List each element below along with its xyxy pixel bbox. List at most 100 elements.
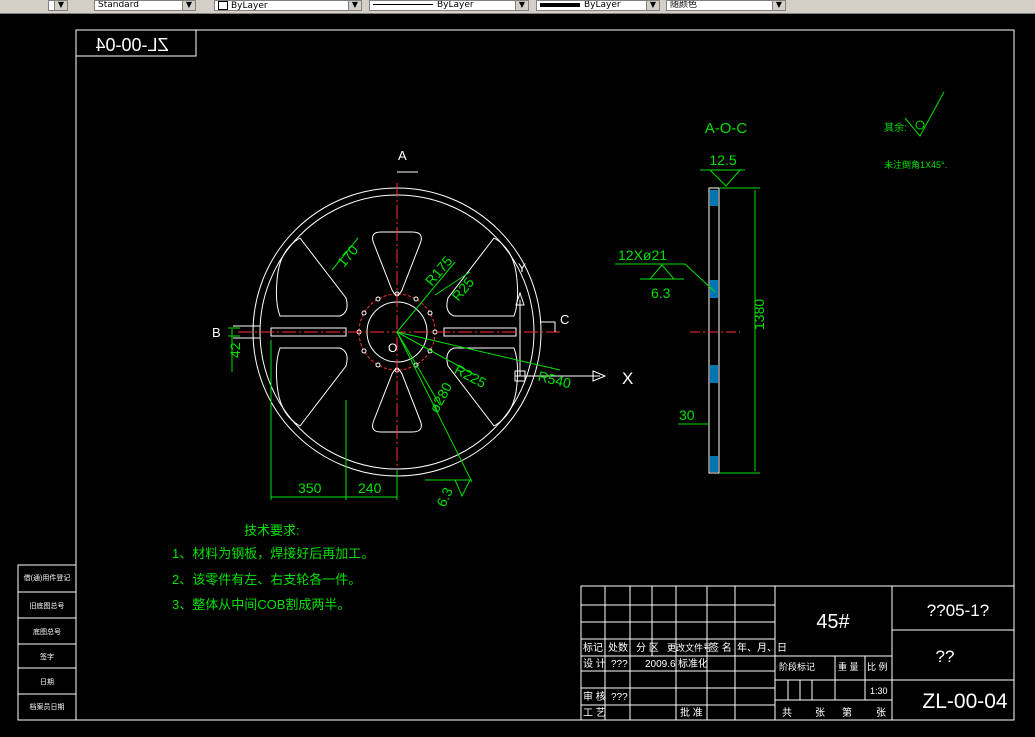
wheel-dimension-lines [228,237,561,500]
dim-phi280: ø280 [426,379,455,415]
cutout-lower-right [446,347,519,427]
axis-y-label: Y [518,261,526,275]
linetype-value: ByLayer [437,0,474,10]
left-table-cell-3: 底图总号 [33,627,61,636]
roughness-symbol-icon [904,91,945,137]
section-roughness-63: 6.3 [651,285,671,301]
tb-gong: 共 [782,707,792,719]
label-c: C [560,312,569,327]
toolbar-combo-left[interactable]: ▼ [48,0,68,11]
roughness-circle-icon [915,120,925,130]
plotstyle-value: 随颜色 [670,0,698,10]
dim-r175: R175 [422,253,456,289]
left-table-cell-5: 日期 [40,678,54,686]
cutout-upper-right [446,237,519,317]
tech-line-2: 2、该零件有左、右支轮各一件。 [172,572,361,587]
left-register-table [17,564,77,721]
tb-fenqu: 分 区 [636,642,659,654]
left-table-cell-4: 签字 [40,652,54,661]
tb-genggai: 更改文件号 [667,642,712,653]
left-table-cell-6: 档案员日期 [30,702,65,711]
section-thickness: 30 [679,407,695,423]
dim-roughness-63a: 6.3 [433,485,456,510]
dim-170: 170 [334,242,361,270]
properties-toolbar: ▼ Standard▼ ByLayer ▼ ByLayer ▼ ByLayer ▼ 随… [0,0,1035,14]
cutout-lower-left [275,347,348,427]
mirrored-title: ZL-00-04 [95,35,168,55]
ucs-axes-icon [514,291,607,382]
tb-chushu: 处数 [608,641,628,654]
axis-x-label: X [622,369,633,388]
section-roughness-125: 12.5 [709,152,736,168]
textstyle-combo[interactable]: Standard▼ [94,0,196,11]
tb-designer: ??? [611,659,628,670]
section-plate [708,187,720,474]
chevron-down-icon[interactable]: ▼ [646,1,659,10]
tech-title: 技术要求: [244,523,300,538]
linetype-preview-icon [373,4,433,5]
cutout-top [372,231,422,296]
tb-drawing-number: ZL-00-04 [922,690,1008,713]
chevron-down-icon[interactable]: ▼ [348,1,361,10]
tb-material: 45# [816,611,850,633]
lineweight-preview-icon [540,2,580,7]
tb-part-name-2: ?? [936,647,955,666]
title-block: 标记 处数 分 区 更改文件号 签 名 年、月、日 设 计 ??? 2009.6… [580,585,1015,721]
label-a: A [398,148,407,163]
cutout-upper-left [275,237,348,317]
roughness-note: 其余: 未注倒角1X45°. [884,91,947,170]
wheel-cutouts [270,231,519,433]
dim-r540: R540 [536,368,573,392]
linetype-combo[interactable]: ByLayer ▼ [369,0,529,11]
tb-part-name: ??05-1? [927,601,989,620]
chevron-down-icon[interactable]: ▼ [772,1,785,10]
section-holes: 12Xø21 [618,247,667,263]
left-table-cell-1: 借(通)用件登记 [24,573,71,582]
tb-scale: 1:30 [870,686,888,696]
tb-qianming: 签 名 [709,641,732,654]
section-markers [233,171,556,339]
chamfer-note: 未注倒角1X45°. [884,159,947,170]
dim-350: 350 [298,480,322,496]
tb-zhang: 张 [815,707,825,719]
center-o: O [388,341,397,355]
cad-drawing-canvas[interactable]: 借(通)用件登记 旧底图总号 底图总号 签字 日期 档案员日期 ZL-00-04 [0,14,1035,737]
tb-bili: 比 例 [867,661,888,672]
wheel-view[interactable]: A B C O X Y [212,148,633,509]
dim-r25: R25 [448,274,477,304]
dim-42: 42 [227,342,243,358]
color-value: ByLayer [231,1,268,11]
tb-nianyueri: 年、月、日 [737,641,787,654]
chevron-down-icon[interactable]: ▼ [54,1,67,10]
section-view[interactable]: A-O-C 12.5 12Xø21 6.3 1380 30 [615,120,767,474]
dim-r225: R225 [452,361,489,391]
rest-label: 其余: [884,121,907,134]
tb-checker: ??? [611,692,628,703]
section-hatching [710,190,718,472]
tb-date: 2009.6 [645,659,676,670]
plotstyle-combo[interactable]: 随颜色 ▼ [666,0,786,11]
color-swatch-icon [218,1,228,10]
tb-pizhun: 批 准 [680,706,703,719]
tb-zhang2: 张 [876,707,886,719]
tb-jieduan: 阶段标记 [779,661,815,672]
drawing-frame [75,29,1015,721]
tb-biaoji: 标记 [583,642,603,654]
left-table-lines [18,591,76,695]
dim-240: 240 [358,480,382,496]
lineweight-combo[interactable]: ByLayer ▼ [536,0,660,11]
tb-shenhe: 审 核 [583,690,606,703]
tb-biaozhunhua: 标准化 [678,657,708,670]
color-combo[interactable]: ByLayer ▼ [214,0,362,11]
chevron-down-icon[interactable]: ▼ [515,1,528,10]
chevron-down-icon[interactable]: ▼ [182,1,195,10]
label-b: B [212,325,221,340]
technical-requirements: 技术要求: 1、材料为钢板，焊接好后再加工。 2、该零件有左、右支轮各一件。 3… [172,523,374,612]
tech-line-1: 1、材料为钢板，焊接好后再加工。 [172,546,374,561]
lineweight-value: ByLayer [584,0,621,10]
mirrored-title-box [75,29,197,57]
tb-di: 第 [842,706,852,719]
tb-sheji: 设 计 [583,657,606,670]
tech-line-3: 3、整体从中间COB割成两半。 [172,597,350,612]
tb-zhongliang: 重 量 [838,661,859,672]
